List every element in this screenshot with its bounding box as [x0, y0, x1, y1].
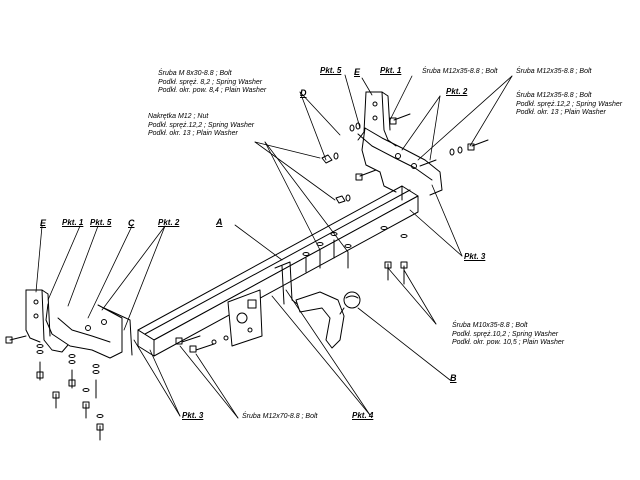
note-bolt-m8: Śruba M 8x30-8.8 ; Bolt Podkł. spręż. 8,… — [158, 70, 267, 94]
label-pkt4: Pkt. 4 — [352, 411, 374, 420]
label-C: C — [128, 218, 135, 228]
label-D: D — [300, 88, 307, 98]
note-bolt-m12x70: Śruba M12x70-8.8 ; Bolt — [242, 413, 318, 420]
label-pkt3-left: Pkt. 3 — [182, 411, 204, 420]
label-A: A — [216, 217, 223, 227]
label-B: B — [450, 373, 457, 383]
note-nut-m12: Nakrętka M12 ; Nut Podkł. spręż.12,2 ; S… — [148, 113, 255, 137]
stack-left-2 — [52, 354, 76, 409]
label-pkt1-right: Pkt. 1 — [380, 66, 402, 75]
stack-top-nuts — [321, 122, 377, 204]
leader-lines — [35, 74, 513, 419]
stack-left-1 — [36, 344, 44, 381]
ball-mount-plate — [227, 261, 301, 347]
left-end-bracket — [45, 303, 133, 359]
tow-ball-neck — [295, 291, 361, 349]
stack-mid-bolts — [302, 226, 408, 285]
fastener-stacks — [5, 113, 489, 441]
central-bolts — [175, 335, 229, 353]
label-pkt3-right: Pkt. 3 — [464, 252, 486, 261]
note-bolt-m12-b: Śruba M12x35-8.8 ; Bolt — [516, 68, 592, 75]
label-pkt5-left: Pkt. 5 — [90, 218, 112, 227]
label-pkt2-left: Pkt. 2 — [158, 218, 180, 227]
label-pkt1-left: Pkt. 1 — [62, 218, 84, 227]
label-E-left: E — [40, 218, 47, 228]
right-end-bracket — [357, 127, 443, 196]
note-bolt-m10: Śruba M10x35-8.8 ; Bolt Podkł. spręż.10,… — [452, 322, 565, 346]
note-bolt-m12-washers: Śruba M12x35-8.8 ; Bolt Podkł. spręż.12,… — [516, 92, 623, 116]
bolt-left-horizontal — [5, 335, 27, 344]
label-pkt5-right: Pkt. 5 — [320, 66, 342, 75]
label-E-right: E — [354, 67, 361, 77]
stack-left-3 — [82, 364, 104, 441]
note-bolt-m12-a: Śruba M12x35-8.8 ; Bolt — [422, 68, 498, 75]
label-pkt2-right: Pkt. 2 — [446, 87, 468, 96]
right-side-arm — [357, 91, 397, 147]
crossbar-beam — [137, 185, 419, 357]
left-side-arm — [25, 289, 69, 353]
